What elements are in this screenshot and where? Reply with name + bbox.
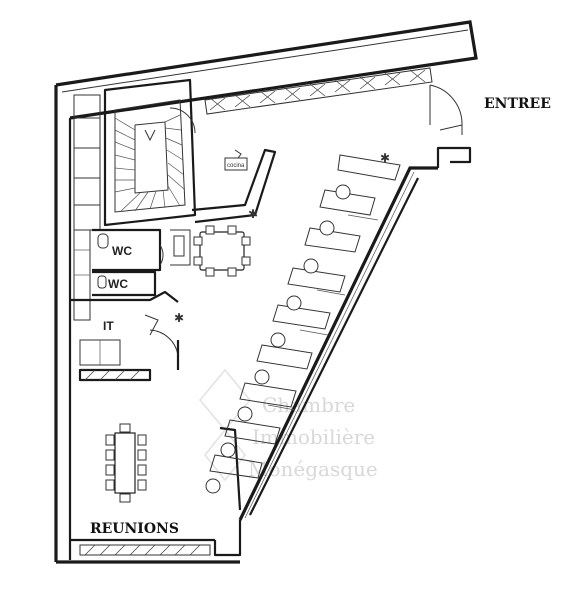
bottom-right-jog [213, 520, 242, 557]
diagonal-facade-inner [249, 177, 419, 516]
break-table [193, 225, 251, 277]
top-wall-inner [61, 29, 469, 93]
diagonal-window [244, 171, 415, 519]
top-window-frame [204, 67, 433, 115]
watermark-logo [199, 368, 251, 482]
entrance-door [429, 84, 463, 135]
kitchen: cocina ✱ [191, 148, 277, 224]
svg-text:✱: ✱ [174, 311, 184, 325]
meeting-table [105, 423, 147, 503]
entrance-bay [436, 146, 472, 168]
wc-label-2: WC [108, 277, 128, 291]
wc-label-1: WC [112, 244, 132, 258]
meetings-label: REUNIONS [90, 521, 179, 537]
workstations: ✱ [205, 151, 401, 511]
watermark-line-2: Immobilière [252, 425, 375, 449]
it-label: IT [103, 319, 114, 333]
left-storage [73, 94, 101, 321]
wc-blocks: WC WC [92, 228, 191, 297]
top-windows [204, 67, 433, 115]
outer-walls [54, 20, 478, 564]
staircase [103, 78, 197, 227]
bottom-window [79, 544, 211, 556]
kitchen-label: cocina [227, 163, 245, 169]
stair-door-swing [169, 107, 196, 134]
entrance-label: ENTREE [484, 96, 551, 112]
svg-text:✱: ✱ [248, 207, 258, 221]
top-wall [55, 20, 478, 120]
watermark: Chambre Immobilière Monégasque [199, 368, 378, 482]
svg-text:✱: ✱ [380, 151, 390, 165]
it-room: IT ✱ [70, 290, 184, 382]
diagonal-facade [238, 166, 438, 521]
